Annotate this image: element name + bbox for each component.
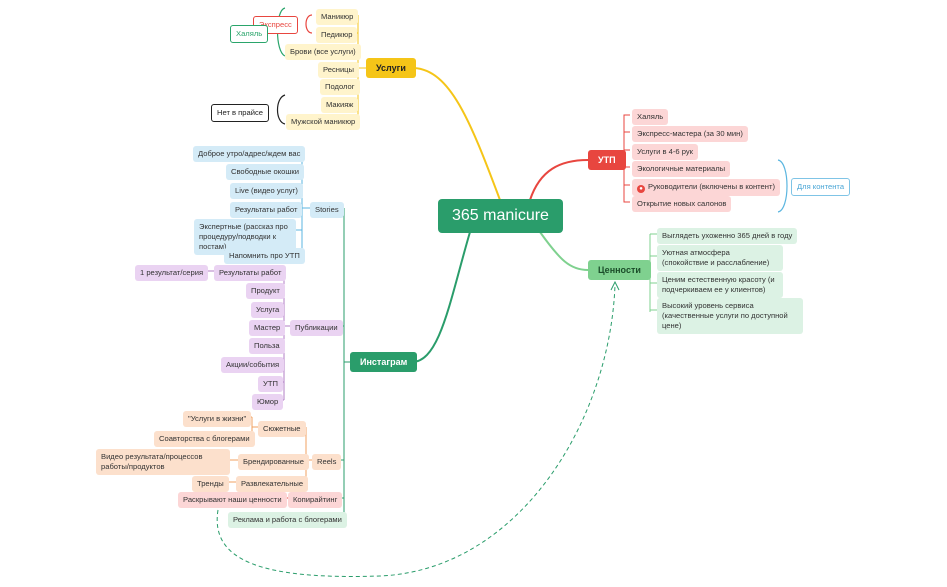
reels-label[interactable]: Reels — [312, 454, 342, 470]
pub-item-benefit[interactable]: Польза — [249, 338, 285, 354]
stories-item-good-morning[interactable]: Доброе утро/адрес/ждем вас — [193, 146, 306, 162]
branch-cennosti[interactable]: Ценности — [588, 260, 651, 280]
pub-item-results[interactable]: Результаты работ — [214, 265, 287, 281]
stories-item-live[interactable]: Live (видео услуг) — [230, 183, 303, 199]
pub-item-promo[interactable]: Акции/события — [221, 357, 285, 373]
central-topic[interactable]: 365 manicure — [438, 199, 563, 233]
uslugi-item-pedicure[interactable]: Педикюр — [316, 27, 358, 43]
branch-uslugi[interactable]: Услуги — [366, 58, 416, 78]
pub-item-service[interactable]: Услуга — [251, 302, 285, 318]
pub-sub-results[interactable]: 1 результат/серия — [135, 265, 209, 281]
cennosti-item-cozy[interactable]: Уютная атмосфера (спокойствие и расслабл… — [657, 245, 783, 271]
tag-for-content[interactable]: Для контента — [791, 178, 851, 196]
pub-item-master[interactable]: Мастер — [249, 320, 286, 336]
tag-not-in-price[interactable]: Нет в прайсе — [211, 104, 270, 122]
publications-label[interactable]: Публикации — [290, 320, 343, 336]
stories-item-free-slots[interactable]: Свободные окошки — [226, 164, 304, 180]
utp-item-leaders[interactable]: ●Руководители (включены в контент) — [632, 179, 780, 196]
reels-fun[interactable]: Развлекательные — [236, 476, 309, 492]
cennosti-item-natural[interactable]: Ценим естественную красоту (и подчеркива… — [657, 272, 783, 298]
uslugi-item-makeup[interactable]: Макияж — [321, 97, 359, 113]
pub-item-utp[interactable]: УТП — [258, 376, 283, 392]
uslugi-item-manicure[interactable]: Маникюр — [316, 9, 359, 25]
cennosti-item-service[interactable]: Высокий уровень сервиса (качественные ус… — [657, 298, 803, 334]
utp-item-express[interactable]: Экспресс-мастера (за 30 мин) — [632, 126, 748, 142]
reels-branded[interactable]: Брендированные — [238, 454, 309, 470]
copywriting-item-values[interactable]: Раскрывают наши ценности — [178, 492, 287, 508]
tag-halal[interactable]: Халяль — [230, 25, 269, 43]
uslugi-item-brows[interactable]: Брови (все услуги) — [285, 44, 361, 60]
cennosti-item-365[interactable]: Выглядеть ухоженно 365 дней в году — [657, 228, 798, 244]
uslugi-item-podolog[interactable]: Подолог — [320, 79, 360, 95]
pub-item-humor[interactable]: Юмор — [252, 394, 284, 410]
reels-item-video-results[interactable]: Видео результата/процессов работы/продук… — [96, 449, 230, 475]
branch-instagram[interactable]: Инстаграм — [350, 352, 418, 372]
utp-item-eco[interactable]: Экологичные материалы — [632, 161, 731, 177]
utp-item-leaders-label: Руководители (включены в контент) — [648, 182, 775, 191]
utp-item-halal[interactable]: Халяль — [632, 109, 669, 125]
branch-utp[interactable]: УТП — [588, 150, 626, 170]
reels-syuzhetnye[interactable]: Сюжетные — [258, 421, 306, 437]
utp-item-4-6-hands[interactable]: Услуги в 4-6 рук — [632, 144, 698, 160]
instagram-ads[interactable]: Реклама и работа с блогерами — [228, 512, 347, 528]
utp-item-new-salons[interactable]: Открытие новых салонов — [632, 196, 732, 212]
stories-label[interactable]: Stories — [310, 202, 344, 218]
person-icon: ● — [637, 185, 645, 193]
stories-item-remind-utp[interactable]: Напомнить про УТП — [224, 248, 305, 264]
uslugi-item-men-manicure[interactable]: Мужской маникюр — [286, 114, 361, 130]
reels-item-uslugi-v-zhizni[interactable]: "Услуги в жизни" — [183, 411, 252, 427]
reels-item-trends[interactable]: Тренды — [192, 476, 229, 492]
uslugi-item-lashes[interactable]: Ресницы — [318, 62, 359, 78]
reels-item-coauthors[interactable]: Соавторства с блогерами — [154, 431, 255, 447]
pub-item-product[interactable]: Продукт — [246, 283, 285, 299]
stories-item-results[interactable]: Результаты работ — [230, 202, 303, 218]
copywriting-label[interactable]: Копирайтинг — [288, 492, 343, 508]
